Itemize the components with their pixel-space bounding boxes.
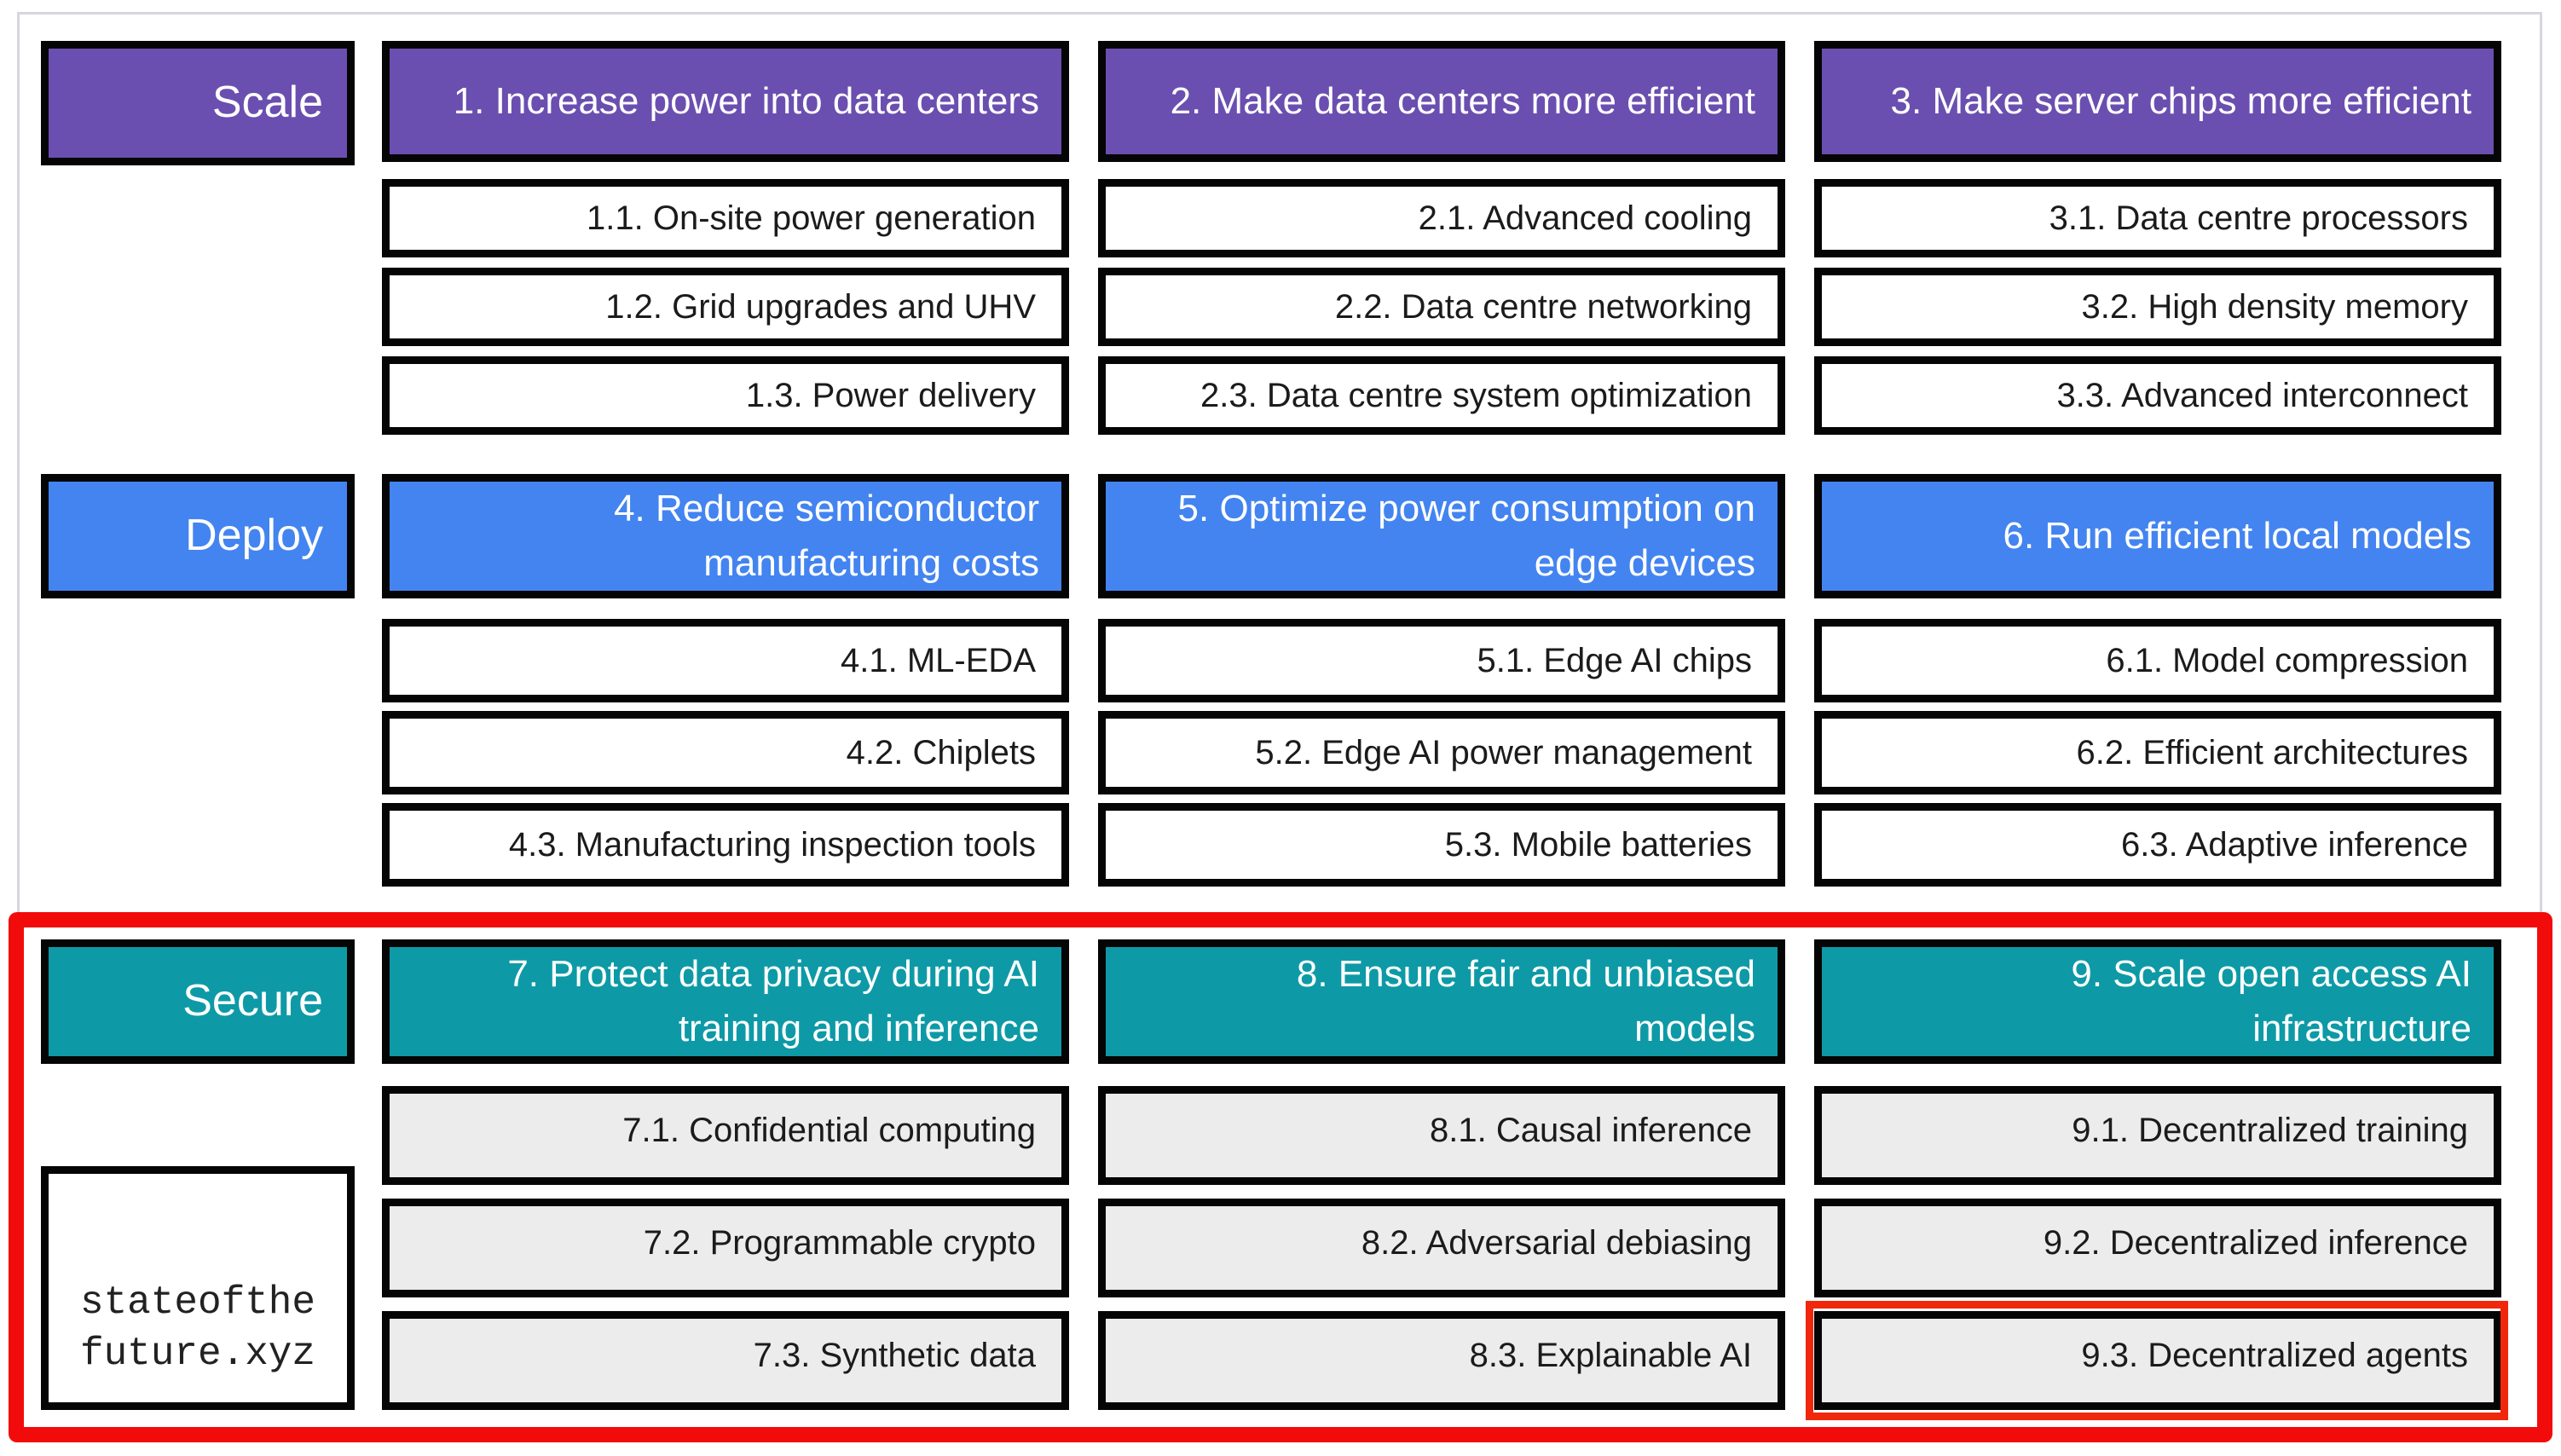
site-logo-text: stateofthe future.xyz	[79, 1280, 316, 1377]
row-label-scale: Scale	[41, 41, 355, 165]
subcategory-box: 5.2. Edge AI power management	[1098, 711, 1785, 794]
subcategory-box: 5.3. Mobile batteries	[1098, 803, 1785, 887]
subcategory-box: 4.3. Manufacturing inspection tools	[382, 803, 1069, 887]
category-header: 3. Make server chips more efficient	[1814, 41, 2501, 162]
subcategory-box: 2.2. Data centre networking	[1098, 268, 1785, 346]
subcategory-box: 7.2. Programmable crypto	[382, 1199, 1069, 1297]
subcategory-box: 7.3. Synthetic data	[382, 1311, 1069, 1410]
subcategory-box: 1.1. On-site power generation	[382, 179, 1069, 257]
category-header: 4. Reduce semiconductor manufacturing co…	[382, 474, 1069, 598]
subcategory-box: 8.3. Explainable AI	[1098, 1311, 1785, 1410]
subcategory-box: 6.1. Model compression	[1814, 619, 2501, 702]
category-header: 7. Protect data privacy during AI traini…	[382, 939, 1069, 1064]
subcategory-box: 9.2. Decentralized inference	[1814, 1199, 2501, 1297]
subcategory-box: 9.1. Decentralized training	[1814, 1086, 2501, 1185]
category-header: 2. Make data centers more efficient	[1098, 41, 1785, 162]
subcategory-box: 5.1. Edge AI chips	[1098, 619, 1785, 702]
row-label-secure: Secure	[41, 939, 355, 1064]
subcategory-box: 7.1. Confidential computing	[382, 1086, 1069, 1185]
category-header: 8. Ensure fair and unbiased models	[1098, 939, 1785, 1064]
site-logo-box: stateofthe future.xyz	[41, 1166, 355, 1410]
subcategory-box: 3.2. High density memory	[1814, 268, 2501, 346]
row-label-deploy: Deploy	[41, 474, 355, 598]
subcategory-box: 3.3. Advanced interconnect	[1814, 356, 2501, 435]
subcategory-box: 2.1. Advanced cooling	[1098, 179, 1785, 257]
subcategory-box: 4.1. ML-EDA	[382, 619, 1069, 702]
subcategory-box: 1.2. Grid upgrades and UHV	[382, 268, 1069, 346]
subcategory-box: 4.2. Chiplets	[382, 711, 1069, 794]
subcategory-box: 8.2. Adversarial debiasing	[1098, 1199, 1785, 1297]
subcategory-box: 6.2. Efficient architectures	[1814, 711, 2501, 794]
subcategory-box: 8.1. Causal inference	[1098, 1086, 1785, 1185]
subcategory-box: 1.3. Power delivery	[382, 356, 1069, 435]
subcategory-box: 2.3. Data centre system optimization	[1098, 356, 1785, 435]
subcategory-box: 3.1. Data centre processors	[1814, 179, 2501, 257]
category-header: 6. Run efficient local models	[1814, 474, 2501, 598]
category-header: 1. Increase power into data centers	[382, 41, 1069, 162]
category-header: 5. Optimize power consumption on edge de…	[1098, 474, 1785, 598]
subcategory-box: 6.3. Adaptive inference	[1814, 803, 2501, 887]
category-header: 9. Scale open access AI infrastructure	[1814, 939, 2501, 1064]
subcategory-box: 9.3. Decentralized agents	[1814, 1311, 2501, 1410]
